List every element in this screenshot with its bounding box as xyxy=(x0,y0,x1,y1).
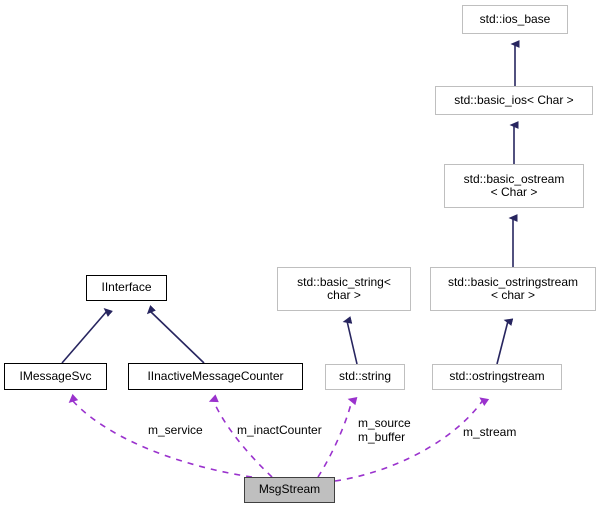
class-node-label: IInterface xyxy=(101,280,152,295)
class-node-ostringstream[interactable]: std::ostringstream xyxy=(432,364,562,390)
class-node-iinactivemessagecounter[interactable]: IInactiveMessageCounter xyxy=(128,363,303,390)
class-node-label: std::basic_string<char > xyxy=(297,274,391,302)
edge-label-m-stream: m_stream xyxy=(463,425,517,439)
class-node-msgstream[interactable]: MsgStream xyxy=(244,477,335,503)
class-node-basic-ios[interactable]: std::basic_ios< Char > xyxy=(435,86,593,115)
class-node-basic-ostream[interactable]: std::basic_ostream< Char > xyxy=(444,164,584,208)
class-node-ios-base[interactable]: std::ios_base xyxy=(462,5,568,34)
class-node-basic-string[interactable]: std::basic_string<char > xyxy=(277,267,411,311)
class-node-label: std::basic_ostringstream< char > xyxy=(447,274,579,302)
class-node-label: std::ios_base xyxy=(479,11,551,26)
edge-label-m-inactcounter: m_inactCounter xyxy=(237,423,322,437)
edge-iinactivemessagecounter-to-interface xyxy=(146,305,205,364)
inheritance-edges xyxy=(61,40,520,365)
edge-imessagesvc-to-interface xyxy=(61,308,113,364)
class-node-iinterface[interactable]: IInterface xyxy=(86,275,167,301)
edge-msgstream-to-iinactivemessagecounter xyxy=(208,394,273,478)
class-node-label: IInactiveMessageCounter xyxy=(147,368,284,383)
class-node-imessagesvc[interactable]: IMessageSvc xyxy=(4,363,107,390)
edge-label-m-buffer: m_buffer xyxy=(358,430,406,444)
edge-string-to-basic_string xyxy=(342,316,358,365)
class-node-label: MsgStream xyxy=(258,482,321,497)
edge-msgstream-to-string xyxy=(317,397,358,478)
class-node-label: std::string xyxy=(338,369,392,384)
edge-msgstream-to-imessagesvc xyxy=(68,393,253,478)
class-node-label: std::ostringstream xyxy=(449,369,545,384)
class-node-label: IMessageSvc xyxy=(19,368,92,383)
class-node-label: std::basic_ios< Char > xyxy=(454,92,574,107)
usage-edges xyxy=(68,393,490,482)
class-node-std-string[interactable]: std::string xyxy=(325,364,405,390)
edge-label-m-service: m_service xyxy=(148,423,203,437)
edge-ostringstream-to-basic_ostringstream xyxy=(496,318,514,365)
edge-label-m-source: m_source xyxy=(358,416,411,430)
class-node-basic-ostringstream[interactable]: std::basic_ostringstream< char > xyxy=(430,267,596,311)
class-node-label: std::basic_ostream< Char > xyxy=(463,171,565,199)
